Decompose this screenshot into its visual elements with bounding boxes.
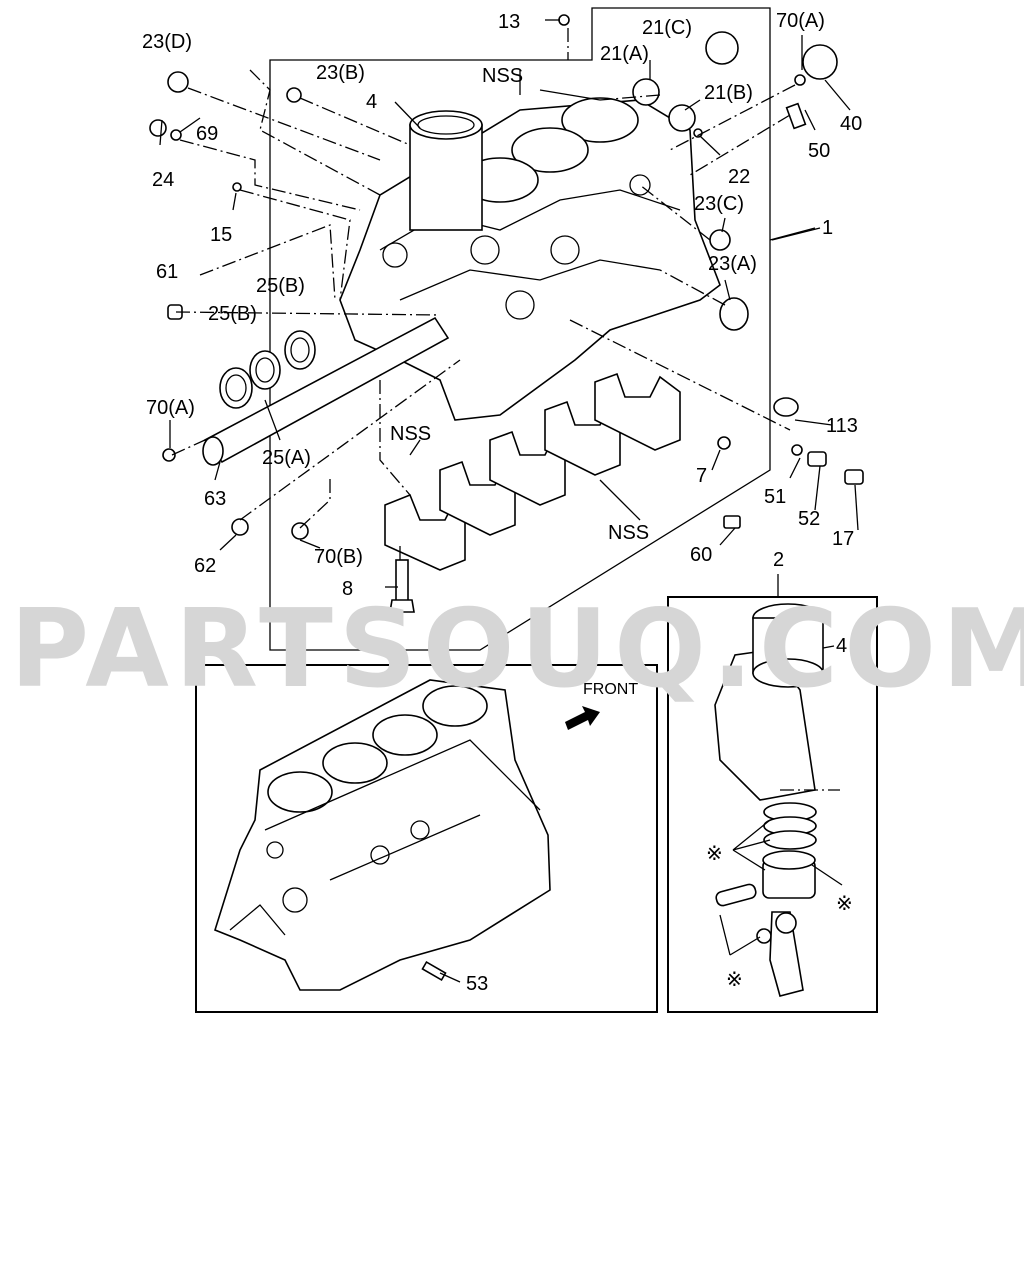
callout-113: 113	[826, 415, 858, 437]
callout-60: 60	[690, 544, 712, 566]
piston-kit	[714, 603, 843, 997]
callout-70a-left: 70(A)	[146, 397, 195, 419]
callout-52: 52	[798, 508, 820, 530]
callout-25a: 25(A)	[262, 447, 311, 469]
callout-70a-top: 70(A)	[776, 10, 825, 32]
asterisk-3: ※	[726, 969, 743, 991]
callout-23c: 23(C)	[694, 193, 744, 215]
callout-61: 61	[156, 261, 178, 283]
cylinder-liner	[409, 110, 483, 231]
callout-23d: 23(D)	[142, 31, 192, 53]
asterisk-1: ※	[706, 843, 723, 865]
callout-2: 2	[773, 549, 784, 571]
front-label: FRONT	[583, 681, 638, 698]
piston-kit-panel	[667, 596, 878, 1013]
front-arrow-icon	[565, 706, 600, 730]
callout-4-top: 4	[366, 91, 377, 113]
callout-17: 17	[832, 528, 854, 550]
callout-nss-mid: NSS	[390, 423, 431, 445]
callout-1-leader	[771, 227, 821, 241]
callout-nss-top: NSS	[482, 65, 523, 87]
callout-70b: 70(B)	[314, 546, 363, 568]
callout-62: 62	[194, 555, 216, 577]
asterisk-2: ※	[836, 893, 853, 915]
callout-69: 69	[196, 123, 218, 145]
main-bearing-caps	[384, 372, 681, 571]
camshaft-bushings	[219, 330, 316, 409]
callout-63: 63	[204, 488, 226, 510]
callout-21c: 21(C)	[642, 17, 692, 39]
bearing-cap-bolt	[389, 559, 415, 613]
callout-7: 7	[696, 465, 707, 487]
callout-1: 1	[822, 217, 833, 239]
small-parts	[149, 14, 864, 540]
callout-labels: 13 21(C) 70(A) 23(D) 23(B) 21(A) 4 NSS 2…	[142, 10, 862, 995]
callout-21a: 21(A)	[600, 43, 649, 65]
callout-50: 50	[808, 140, 830, 162]
callout-13: 13	[498, 11, 520, 33]
watermark-text: PARTSOUQ.COM	[10, 587, 1024, 712]
callout-22: 22	[728, 166, 750, 188]
callout-21b: 21(B)	[704, 82, 753, 104]
callout-23b: 23(B)	[316, 62, 365, 84]
assembled-block	[214, 679, 551, 991]
callout-25b-2: 25(B)	[208, 303, 257, 325]
callout-4-kit-leader	[822, 645, 835, 649]
callout-51: 51	[764, 486, 786, 508]
callout-25b-1: 25(B)	[256, 275, 305, 297]
callout-nss-bottom: NSS	[608, 522, 649, 544]
assembly-outline	[269, 7, 771, 651]
callout-53: 53	[466, 973, 488, 995]
assembly-lines	[171, 28, 796, 560]
callout-15: 15	[210, 224, 232, 246]
callout-24: 24	[152, 169, 174, 191]
callout-8: 8	[342, 578, 353, 600]
callout-40: 40	[840, 113, 862, 135]
cylinder-block	[339, 97, 721, 421]
callout-23a: 23(A)	[708, 253, 757, 275]
assembled-block-panel	[195, 664, 658, 1013]
callout-4-kit: 4	[836, 635, 847, 657]
leader-lines	[159, 19, 859, 588]
camshaft-tube	[202, 316, 450, 466]
